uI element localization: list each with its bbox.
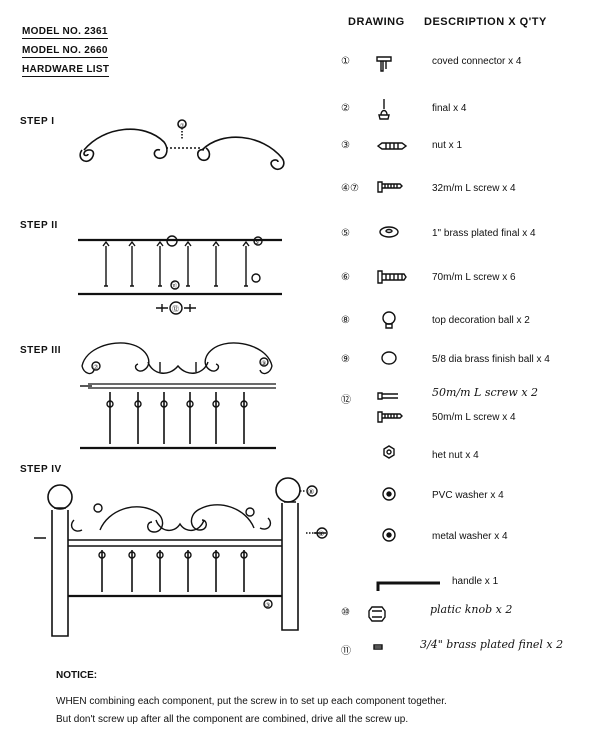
step-3-right-callout: ⑨ <box>261 360 266 367</box>
screw-50mm-b-icon <box>377 411 403 423</box>
column-header-drawing: DRAWING <box>348 16 405 28</box>
step-4-bottom-callout: ③ <box>265 602 270 609</box>
part-number: ④⑦ <box>341 183 359 194</box>
step-3-left-callout: ⑦ <box>93 364 99 371</box>
brass-plated-final-icon <box>379 226 399 238</box>
coved-connector-icon <box>376 56 392 72</box>
step-1-scrolls <box>79 119 285 171</box>
part-number: ⑤ <box>341 228 350 239</box>
part-number: ⑫ <box>341 395 351 406</box>
part-description: 1" brass plated final x 4 <box>432 228 536 239</box>
part-number: ① <box>341 56 350 67</box>
part-number: ⑪ <box>341 646 351 657</box>
step-3-label: STEP III <box>20 345 62 356</box>
model-number-2660: MODEL NO. 2660 <box>22 45 108 58</box>
screw-50mm-icon <box>377 392 398 400</box>
part-number: ⑧ <box>341 315 350 326</box>
part-description: het nut x 4 <box>432 450 479 461</box>
part-number: ② <box>341 103 350 114</box>
part-description: 50m/m L screw x 4 <box>432 412 516 423</box>
step-2-top-callout: ⑤ <box>254 239 259 246</box>
step-2-base-callout: ⑫ <box>172 305 179 313</box>
part-number: ⑥ <box>341 272 350 283</box>
part-number: ⑨ <box>341 354 350 365</box>
step-2-bottom-callout: ⑪ <box>171 282 177 290</box>
notice-title: NOTICE: <box>56 670 98 681</box>
brass-finel-icon <box>373 644 383 650</box>
step-1-callout: ① <box>180 123 185 129</box>
screw-32mm-icon <box>377 181 403 193</box>
step-1-label: STEP I <box>20 116 55 127</box>
plastic-knob-icon <box>368 606 386 622</box>
notice-line-2: But don't screw up after all the compone… <box>56 714 409 725</box>
part-description: nut x 1 <box>432 140 463 151</box>
handle-icon <box>376 581 440 591</box>
part-description: 50m/m L screw x 2 <box>432 386 539 399</box>
step-4-ball-callout: ⑧ <box>308 488 314 496</box>
final-icon <box>378 99 390 120</box>
step-2-frame <box>78 235 282 315</box>
part-number: ⑩ <box>341 607 350 618</box>
part-description: 32m/m L screw x 4 <box>432 183 516 194</box>
notice-line-1: WHEN combining each component, put the s… <box>56 696 447 707</box>
part-description: PVC washer x 4 <box>432 490 504 501</box>
hardware-list-title: HARDWARE LIST <box>22 64 110 77</box>
step-4-side-callout: ④ <box>318 530 324 538</box>
step-4-bed-end <box>34 477 328 637</box>
part-description: top decoration ball x 2 <box>432 315 530 326</box>
part-description: coved connector x 4 <box>432 56 522 67</box>
step-4-label: STEP IV <box>20 464 62 475</box>
part-description: metal washer x 4 <box>432 531 508 542</box>
pvc-washer-icon <box>382 487 396 501</box>
column-header-description: DESCRIPTION X Q'TY <box>424 16 547 28</box>
hex-nut-icon <box>383 445 395 459</box>
part-description: handle x 1 <box>452 576 499 587</box>
step-2-label: STEP II <box>20 220 58 231</box>
brass-finish-ball-icon <box>381 351 397 365</box>
step-3-headboard <box>80 342 276 450</box>
part-description: 3/4" brass plated finel x 2 <box>420 638 564 651</box>
top-decoration-ball-icon <box>382 311 396 329</box>
part-number: ③ <box>341 140 350 151</box>
part-description: 70m/m L screw x 6 <box>432 272 516 283</box>
nut-icon <box>376 142 408 150</box>
part-description: platic knob x 2 <box>430 603 513 616</box>
part-description: final x 4 <box>432 103 467 114</box>
part-description: 5/8 dia brass finish ball x 4 <box>432 354 550 365</box>
metal-washer-icon <box>382 528 396 542</box>
screw-70mm-icon <box>377 270 407 284</box>
model-number-2361: MODEL NO. 2361 <box>22 26 108 39</box>
